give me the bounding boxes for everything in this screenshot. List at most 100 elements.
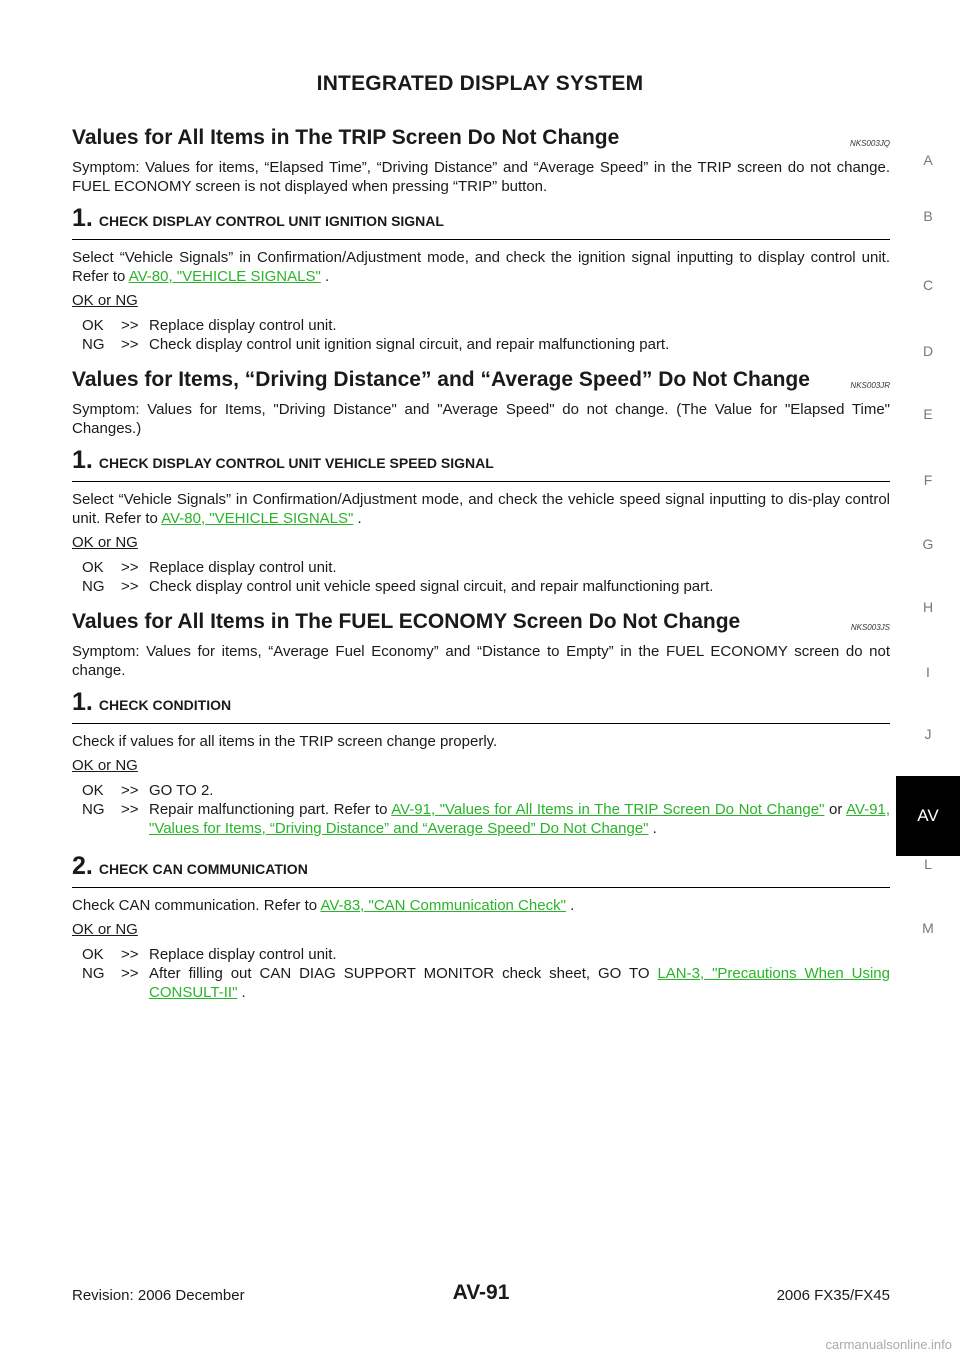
result-ng-text-pre: After filling out CAN DIAG SUPPORT MONIT… xyxy=(149,965,658,982)
ref-link-driving-distance[interactable]: AV-91, "Values for Items, “Driving Dista… xyxy=(149,801,890,837)
section-code: NKS003JS xyxy=(850,623,890,632)
instruction-text: Select “Vehicle Signals” in Confirmation… xyxy=(72,491,890,527)
step-number: 1. xyxy=(72,204,93,232)
ref-link-trip-screen[interactable]: AV-91, "Values for All Items in The TRIP… xyxy=(391,801,825,818)
step-instruction: Select “Vehicle Signals” in Confirmation… xyxy=(72,248,890,286)
ok-or-ng-label: OK or NG xyxy=(72,292,138,309)
step-instruction: Check if values for all items in the TRI… xyxy=(72,733,498,750)
step-header: 1. CHECK CONDITION xyxy=(72,688,890,724)
section-heading-text: Values for All Items in The FUEL ECONOMY… xyxy=(72,610,741,633)
ref-link-vehicle-signals[interactable]: AV-80, "VEHICLE SIGNALS" xyxy=(161,510,354,527)
result-ng-row: NG >> After filling out CAN DIAG SUPPORT… xyxy=(82,964,890,1002)
result-ok-text: Replace display control unit. xyxy=(149,946,337,963)
result-ng-text: Check display control unit ignition sign… xyxy=(149,336,670,353)
result-key-ng: NG xyxy=(82,965,105,982)
section-heading: Values for Items, “Driving Distance” and… xyxy=(72,362,890,392)
result-arrow: >> xyxy=(121,578,139,595)
result-ok-row: OK >> GO TO 2. xyxy=(82,781,890,800)
result-list: OK >> Replace display control unit. NG >… xyxy=(82,945,890,1002)
side-tab-j[interactable]: J xyxy=(924,726,932,742)
step-number: 1. xyxy=(72,688,93,716)
page-number: AV-91 xyxy=(452,1281,510,1304)
result-list: OK >> Replace display control unit. NG >… xyxy=(82,316,890,354)
result-key-ng: NG xyxy=(82,801,105,818)
ok-or-ng-label: OK or NG xyxy=(72,921,138,938)
main-content: Values for All Items in The TRIP Screen … xyxy=(72,120,890,1002)
side-tab-g[interactable]: G xyxy=(922,536,934,552)
result-ng-text-pre: Repair malfunctioning part. Refer to xyxy=(149,801,392,818)
ref-link-vehicle-signals[interactable]: AV-80, "VEHICLE SIGNALS" xyxy=(128,268,321,285)
section-code: NKS003JQ xyxy=(849,139,890,148)
side-tab-m[interactable]: M xyxy=(922,920,934,936)
side-tab-av-active[interactable]: AV xyxy=(896,776,960,856)
section-code: NKS003JR xyxy=(850,381,890,390)
side-tab-d[interactable]: D xyxy=(922,343,934,359)
symptom-text: Symptom: Values for items, “Elapsed Time… xyxy=(72,159,890,195)
section-heading: Values for All Items in The FUEL ECONOMY… xyxy=(72,604,890,634)
result-arrow: >> xyxy=(121,946,139,963)
instruction-text-end: . xyxy=(353,510,362,527)
step-header: 2. CHECK CAN COMMUNICATION xyxy=(72,852,890,888)
section-heading-text: Values for Items, “Driving Distance” and… xyxy=(72,368,810,391)
instruction-text: Select “Vehicle Signals” in Confirmation… xyxy=(72,249,890,285)
side-tab-c[interactable]: C xyxy=(922,277,934,293)
ok-or-ng-label: OK or NG xyxy=(72,534,138,551)
result-arrow: >> xyxy=(121,317,139,334)
result-ok-text: Replace display control unit. xyxy=(149,317,337,334)
instruction-text-end: . xyxy=(320,268,330,285)
step-label: CHECK CONDITION xyxy=(98,697,232,713)
result-ng-row: NG >> Repair malfunctioning part. Refer … xyxy=(82,800,890,838)
site-watermark: carmanualsonline.info xyxy=(825,1337,952,1352)
section-driving-distance: Values for Items, “Driving Distance” and… xyxy=(72,362,890,596)
step-label: CHECK DISPLAY CONTROL UNIT VEHICLE SPEED… xyxy=(98,455,494,471)
result-arrow: >> xyxy=(121,336,139,353)
result-key-ok: OK xyxy=(82,559,104,576)
step-instruction: Select “Vehicle Signals” in Confirmation… xyxy=(72,490,890,528)
side-tab-f[interactable]: F xyxy=(923,472,933,488)
step-number: 1. xyxy=(72,446,93,474)
section-trip-screen: Values for All Items in The TRIP Screen … xyxy=(72,120,890,354)
result-list: OK >> Replace display control unit. NG >… xyxy=(82,558,890,596)
ok-or-ng-label: OK or NG xyxy=(72,757,138,774)
result-ng-text: Repair malfunctioning part. Refer to AV-… xyxy=(149,800,890,838)
result-ok-row: OK >> Replace display control unit. xyxy=(82,558,890,577)
result-ng-text-end: . xyxy=(648,820,657,837)
side-tab-a[interactable]: A xyxy=(923,152,933,168)
section-fuel-economy: Values for All Items in The FUEL ECONOMY… xyxy=(72,604,890,1002)
model-name: 2006 FX35/FX45 xyxy=(776,1287,890,1304)
side-tab-e[interactable]: E xyxy=(923,406,933,422)
result-ng-text: Check display control unit vehicle speed… xyxy=(149,578,714,595)
result-key-ok: OK xyxy=(82,946,104,963)
section-heading: Values for All Items in The TRIP Screen … xyxy=(72,120,890,150)
side-tab-i[interactable]: I xyxy=(926,664,930,680)
page-title: INTEGRATED DISPLAY SYSTEM xyxy=(316,72,644,95)
step-number: 2. xyxy=(72,852,93,880)
result-key-ok: OK xyxy=(82,782,104,799)
result-ok-text: Replace display control unit. xyxy=(149,559,337,576)
revision-date: Revision: 2006 December xyxy=(72,1287,245,1304)
step-label: CHECK DISPLAY CONTROL UNIT IGNITION SIGN… xyxy=(98,213,444,229)
side-tab-b[interactable]: B xyxy=(923,208,933,224)
result-key-ok: OK xyxy=(82,317,104,334)
result-ng-text: After filling out CAN DIAG SUPPORT MONIT… xyxy=(149,964,890,1002)
ref-link-lan-precautions[interactable]: LAN-3, "Precautions When Using CONSULT-I… xyxy=(149,965,890,1001)
result-ng-row: NG >> Check display control unit vehicle… xyxy=(82,577,890,596)
result-ng-text-end: . xyxy=(237,984,246,1001)
step-header: 1. CHECK DISPLAY CONTROL UNIT VEHICLE SP… xyxy=(72,446,890,482)
side-tab-h[interactable]: H xyxy=(922,599,934,615)
result-ok-text: GO TO 2. xyxy=(149,782,214,799)
symptom-text: Symptom: Values for Items, "Driving Dist… xyxy=(72,401,890,437)
instruction-text-end: . xyxy=(565,897,575,914)
result-arrow: >> xyxy=(121,559,139,576)
side-tab-l[interactable]: L xyxy=(924,856,932,872)
step-header: 1. CHECK DISPLAY CONTROL UNIT IGNITION S… xyxy=(72,204,890,240)
step-label: CHECK CAN COMMUNICATION xyxy=(98,861,308,877)
result-key-ng: NG xyxy=(82,336,105,353)
result-ng-text-mid: or xyxy=(824,801,847,818)
result-ok-row: OK >> Replace display control unit. xyxy=(82,316,890,335)
symptom-text: Symptom: Values for items, “Average Fuel… xyxy=(72,643,890,679)
ref-link-can-communication[interactable]: AV-83, "CAN Communication Check" xyxy=(320,897,566,914)
result-ok-row: OK >> Replace display control unit. xyxy=(82,945,890,964)
result-arrow: >> xyxy=(121,965,139,982)
result-key-ng: NG xyxy=(82,578,105,595)
